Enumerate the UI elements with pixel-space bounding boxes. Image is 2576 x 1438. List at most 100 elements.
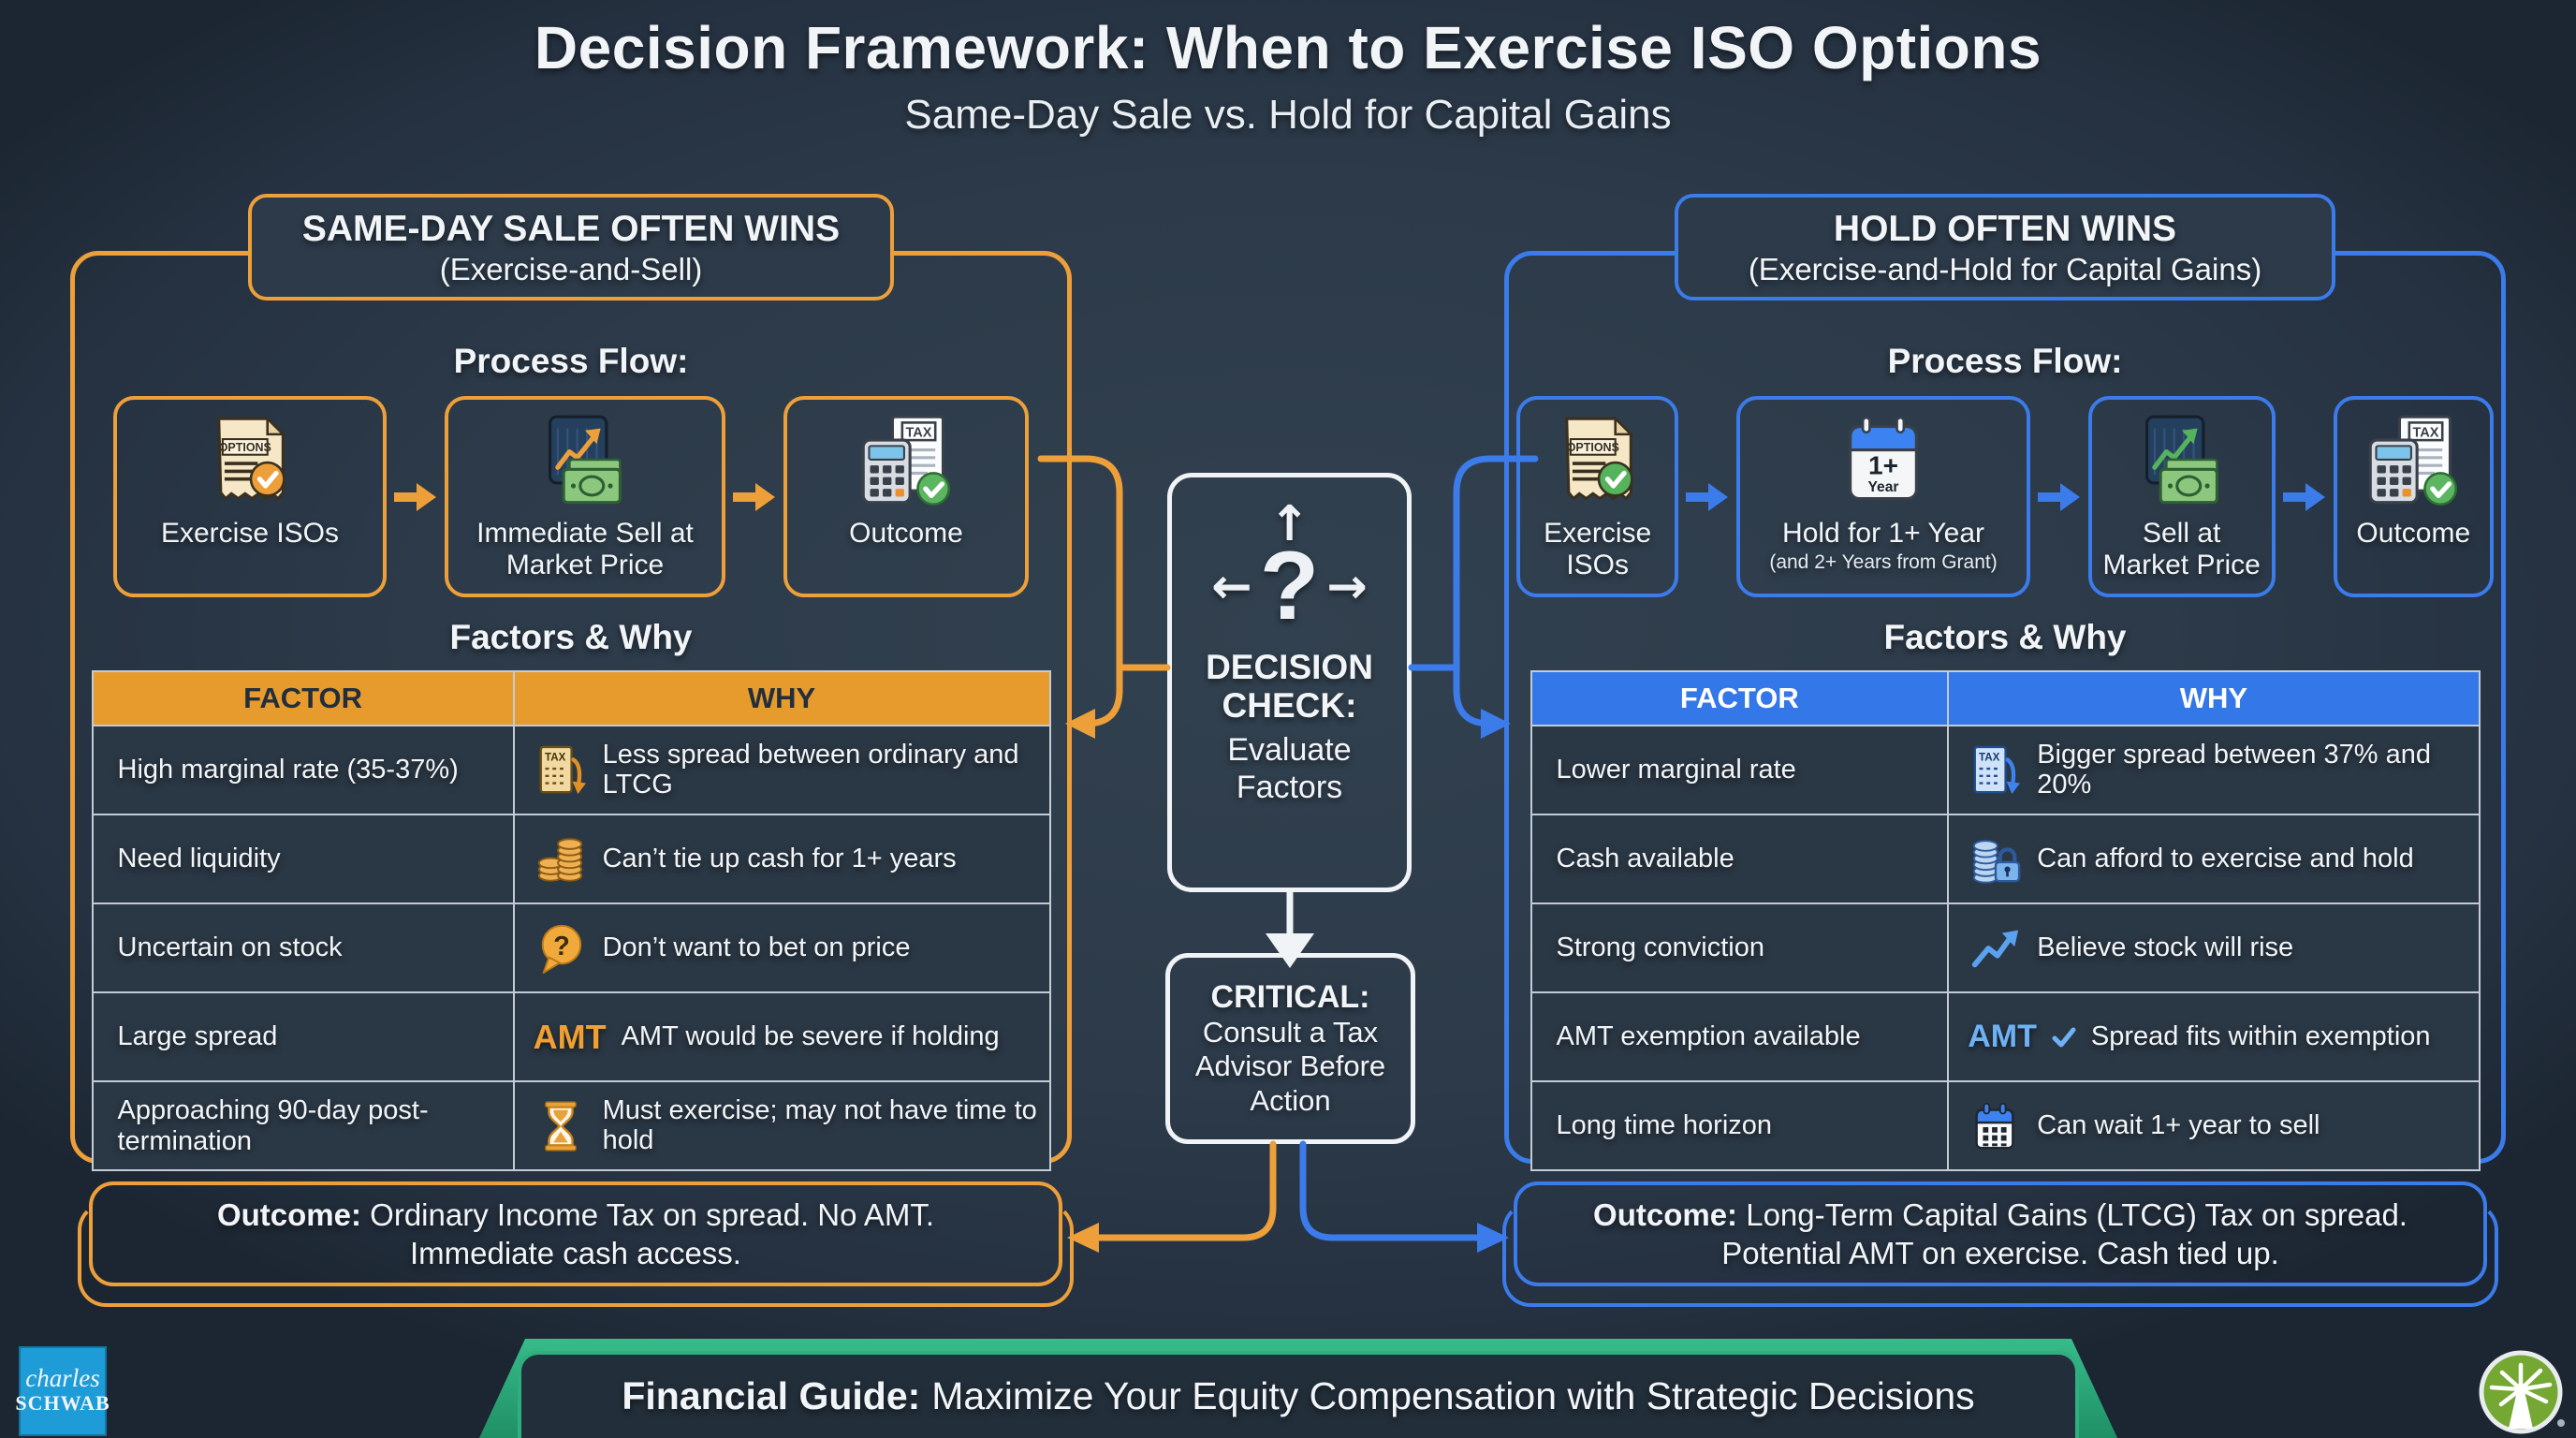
factor-cell: Long time horizon [1530, 1080, 1950, 1171]
factors-table: FACTOR WHY Lower marginal rate Bigger sp… [1530, 670, 2481, 1171]
page-subtitle: Same-Day Sale vs. Hold for Capital Gains [904, 92, 1672, 138]
question-bubble-icon [534, 921, 588, 976]
tax-calculator-icon [857, 413, 955, 510]
flow-step: Exercise ISOs [113, 396, 387, 597]
chart-cash-icon [2133, 413, 2231, 510]
flow-arrow-icon [733, 481, 776, 513]
hold-panel-title: HOLD OFTEN WINS [1833, 209, 2177, 249]
table-row: Approaching 90-day post-termination Must… [91, 1080, 1051, 1171]
table-header-row: FACTOR WHY [1530, 670, 2481, 726]
flow-step-label: Hold for 1+ Year [1782, 518, 1985, 549]
flow-step: Sell at Market Price [2087, 396, 2276, 597]
same-day-panel-title: SAME-DAY SALE OFTEN WINS [301, 209, 841, 249]
hourglass-icon [534, 1099, 588, 1153]
factor-cell: Lower marginal rate [1530, 725, 1950, 815]
blue-outcome-connector [1299, 1140, 1483, 1241]
flow-step-label: Outcome [2356, 518, 2471, 549]
table-row: Cash available Can afford to exercise an… [1530, 814, 2481, 904]
decision-check-title: DECISION CHECK: [1206, 647, 1373, 726]
flow-step: Outcome [783, 396, 1029, 597]
question-mark-icon: ? [1259, 532, 1320, 640]
decision-check-subtitle: Evaluate Factors [1227, 732, 1352, 805]
why-text: Can afford to exercise and hold [2037, 843, 2414, 873]
factors-why-label: Factors & Why [1883, 618, 2127, 656]
factor-cell: Strong conviction [1530, 902, 1950, 993]
process-flow: Exercise ISOs Immediate Sell at Market P… [75, 396, 1067, 597]
factors-why-label: Factors & Why [449, 618, 693, 656]
trend-up-icon [1968, 921, 2022, 976]
options-document-icon [201, 413, 299, 510]
flow-step: Immediate Sell at Market Price [445, 396, 725, 597]
decision-check-box: ↑ ← ? → DECISION CHECK: Evaluate Factors [1167, 473, 1412, 892]
tax-document-icon [534, 743, 588, 798]
flow-step-label: Exercise ISOs [1544, 518, 1652, 580]
options-document-icon [1549, 413, 1647, 510]
footer-text: Maximize Your Equity Compensation with S… [931, 1374, 1975, 1417]
hold-panel: HOLD OFTEN WINS (Exercise-and-Hold for C… [1504, 194, 2506, 1171]
flow-step-label: Immediate Sell at Market Price [476, 518, 694, 580]
factor-cell: High marginal rate (35-37%) [91, 725, 515, 815]
outcome-prefix: Outcome: [216, 1196, 361, 1232]
flow-step-label: Exercise ISOs [160, 518, 340, 549]
same-day-sale-panel: SAME-DAY SALE OFTEN WINS (Exercise-and-S… [70, 194, 1072, 1171]
flow-step: Outcome [2333, 396, 2494, 597]
hold-panel-header: HOLD OFTEN WINS (Exercise-and-Hold for C… [1675, 194, 2335, 301]
arrow-left-icon: ← [1211, 558, 1252, 615]
why-text: Don’t want to bet on price [602, 932, 911, 962]
factor-header: FACTOR [91, 670, 515, 726]
why-text: Can’t tie up cash for 1+ years [602, 843, 957, 873]
hold-outcome-box: Outcome: Long-Term Capital Gains (LTCG) … [1502, 1181, 2498, 1307]
why-text: Can wait 1+ year to sell [2037, 1109, 2320, 1140]
process-flow-label: Process Flow: [453, 342, 689, 380]
table-row: Long time horizon Can wait 1+ year to se… [1530, 1080, 2481, 1171]
flow-arrow-icon [2038, 481, 2081, 513]
factor-cell: Uncertain on stock [91, 902, 515, 993]
critical-title: CRITICAL: [1210, 978, 1370, 1015]
process-flow-label: Process Flow: [1887, 342, 2123, 380]
outcome-text: Long-Term Capital Gains (LTCG) Tax on sp… [1721, 1196, 2408, 1270]
table-row: AMT exemption available AMT Spread fits … [1530, 991, 2481, 1082]
factor-cell: Approaching 90-day post-termination [91, 1080, 515, 1171]
table-row: Need liquidity Can’t tie up cash for 1+ … [91, 814, 1051, 904]
schwab-logo-text: SCHWAB [15, 1391, 110, 1416]
same-day-outcome-box: Outcome: Ordinary Income Tax on spread. … [78, 1181, 1074, 1307]
decision-question-icon: ↑ ← ? → [1172, 500, 1407, 640]
same-day-panel-header: SAME-DAY SALE OFTEN WINS (Exercise-and-S… [248, 194, 894, 301]
why-text: Bigger spread between 37% and 20% [2037, 739, 2432, 800]
check-icon [2052, 1027, 2076, 1047]
why-header: WHY [1947, 670, 2481, 726]
coins-lock-icon [1968, 832, 2022, 887]
outcome-prefix: Outcome: [1593, 1196, 1738, 1232]
amt-check-icon: AMT [1968, 1019, 2037, 1054]
footer-prefix: Financial Guide: [622, 1374, 921, 1417]
same-day-panel-subtitle: (Exercise-and-Sell) [439, 252, 703, 286]
flow-step: Hold for 1+ Year (and 2+ Years from Gran… [1736, 396, 2030, 597]
table-row: Strong conviction Believe stock will ris… [1530, 902, 2481, 993]
page-title: Decision Framework: When to Exercise ISO… [534, 14, 2042, 81]
amt-label-icon: AMT [533, 1017, 607, 1056]
tax-calculator-icon [2364, 413, 2462, 510]
why-header: WHY [512, 670, 1051, 726]
factors-table: FACTOR WHY High marginal rate (35-37%) L… [91, 670, 1051, 1171]
critical-text: Consult a Tax Advisor Before Action [1194, 1015, 1386, 1117]
factor-cell: Need liquidity [91, 814, 515, 904]
table-row: Lower marginal rate Bigger spread betwee… [1530, 725, 2481, 815]
factor-header: FACTOR [1530, 670, 1950, 726]
chart-cash-icon [536, 413, 634, 510]
coins-icon [534, 832, 588, 887]
table-row: Uncertain on stock Don’t want to bet on … [91, 902, 1051, 993]
critical-box: CRITICAL: Consult a Tax Advisor Before A… [1165, 953, 1415, 1144]
flow-step-sublabel: (and 2+ Years from Grant) [1769, 550, 1998, 573]
flow-arrow-icon [1686, 481, 1729, 513]
footer-bar: Financial Guide: Maximize Your Equity Co… [518, 1351, 2079, 1438]
factor-cell: Large spread [91, 991, 515, 1082]
calendar-1-year-icon [1835, 413, 1932, 510]
hold-panel-subtitle: (Exercise-and-Hold for Capital Gains) [1748, 252, 2262, 286]
flow-arrow-icon [394, 481, 437, 513]
orange-outcome-connector [1093, 1140, 1277, 1241]
table-row: Large spread AMT AMT would be severe if … [91, 991, 1051, 1082]
flow-step: Exercise ISOs [1516, 396, 1679, 597]
arrow-right-icon: → [1326, 558, 1368, 615]
outcome-text: Ordinary Income Tax on spread. No AMT. I… [370, 1196, 935, 1270]
